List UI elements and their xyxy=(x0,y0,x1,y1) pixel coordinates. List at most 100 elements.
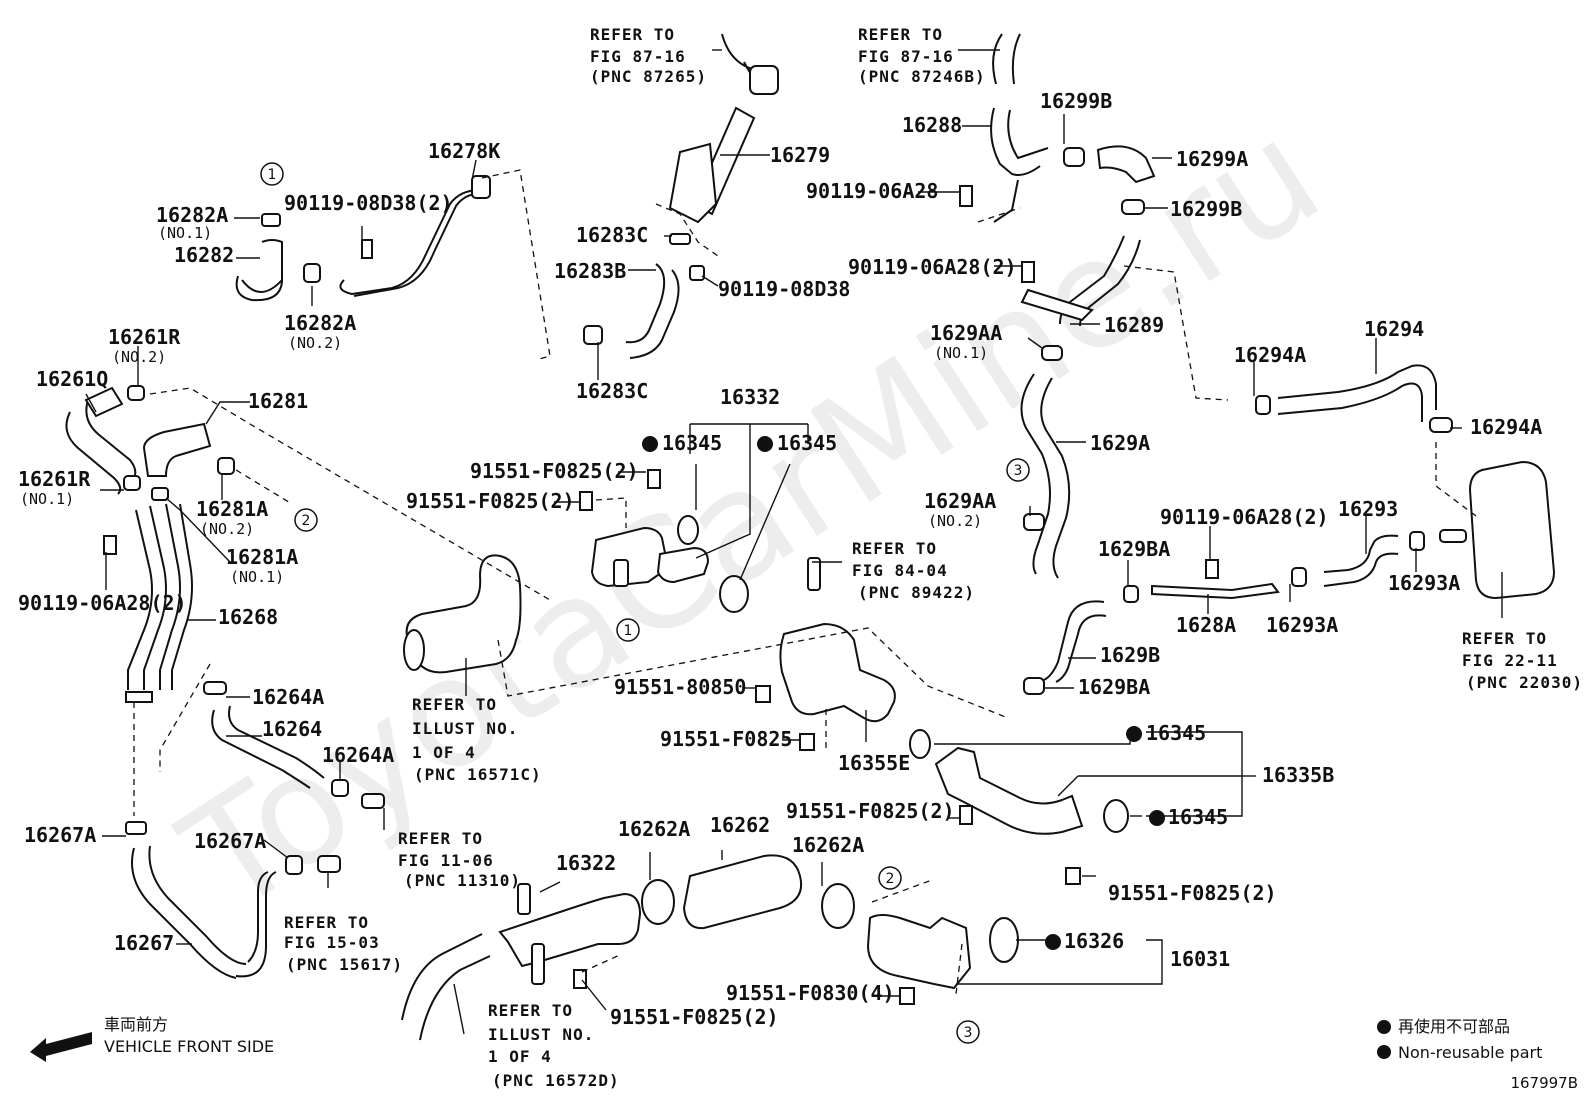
clamp-16294A-right xyxy=(1429,417,1453,433)
label-91551-80850: 91551-80850 xyxy=(614,675,746,699)
leader-lines xyxy=(85,49,1503,1035)
label-16268: 16268 xyxy=(218,605,278,629)
svg-text:FIG 87-16: FIG 87-16 xyxy=(858,47,954,66)
circle-marker-1-bottom: 1 xyxy=(624,623,633,639)
clamp-16299B-bottom xyxy=(1121,199,1145,215)
svg-text:REFER TO: REFER TO xyxy=(852,539,937,558)
label-1628A: 1628A xyxy=(1176,613,1236,637)
svg-text:(PNC 87265): (PNC 87265) xyxy=(590,67,707,86)
circle-marker-2-left: 2 xyxy=(302,513,311,529)
sensor-89422 xyxy=(807,557,821,591)
hose-87246B xyxy=(992,33,1003,85)
svg-text:(PNC 11310): (PNC 11310) xyxy=(404,871,521,890)
non-reusable-markers xyxy=(642,436,1391,1059)
nipple-11310 xyxy=(361,793,385,809)
label-16282A-no1-sub: (NO.1) xyxy=(158,224,212,242)
label-16279: 16279 xyxy=(770,143,830,167)
label-16281: 16281 xyxy=(248,389,308,413)
label-16322: 16322 xyxy=(556,851,616,875)
pipe-16268-d xyxy=(171,503,193,690)
hose-16262 xyxy=(682,854,802,930)
label-16345-d: 16345 xyxy=(1168,805,1228,829)
pipe-16288 xyxy=(990,107,1041,176)
reference-notes: REFER TO FIG 87-16 (PNC 87265) REFER TO … xyxy=(284,25,1583,1090)
clamp-16283C-bottom xyxy=(583,325,603,345)
bolt-91551-F0825-2-a xyxy=(647,469,661,489)
hose-16261Q-end xyxy=(84,386,124,418)
pipe-16268-c xyxy=(159,503,181,690)
label-16261R-no1: 16261R xyxy=(18,467,91,491)
svg-text:FIG 84-04: FIG 84-04 xyxy=(852,561,948,580)
label-16264A-top: 16264A xyxy=(252,685,324,709)
label-91551-F0825-2-c: 91551-F0825(2) xyxy=(786,799,955,823)
vehicle-front-arrow-icon xyxy=(30,1032,92,1062)
svg-text:(PNC 16572D): (PNC 16572D) xyxy=(492,1071,620,1090)
label-16261R-no1-sub: (NO.1) xyxy=(20,490,74,508)
label-16261R-no2-sub: (NO.2) xyxy=(112,348,166,366)
label-16267: 16267 xyxy=(114,931,174,955)
bolt-90119-08D38 xyxy=(689,265,705,281)
label-1629BA-bottom: 1629BA xyxy=(1078,675,1150,699)
reference-15617: REFER TO FIG 15-03 (PNC 15617) xyxy=(284,913,402,974)
clamp-16293A-mid xyxy=(1291,567,1307,587)
bolt-91551-80850 xyxy=(755,685,771,703)
pipe-16322-nipple-top xyxy=(517,883,531,915)
flange-16332 xyxy=(656,546,710,584)
pipe-16268-b xyxy=(143,505,167,690)
svg-text:REFER TO: REFER TO xyxy=(412,695,497,714)
clamp-16282A-no2 xyxy=(303,263,321,283)
hose-16294-b xyxy=(1277,382,1423,422)
circle-markers: 1 1 2 2 3 3 xyxy=(260,162,1030,1044)
svg-text:(PNC 89422): (PNC 89422) xyxy=(858,583,975,602)
label-1629AA-no2-sub: (NO.2) xyxy=(928,512,982,530)
hose-16267-d xyxy=(247,871,269,963)
label-90119-08D38: 90119-08D38 xyxy=(718,277,850,301)
legend-label-en: Non-reusable part xyxy=(1398,1043,1542,1062)
label-1629A: 1629A xyxy=(1090,431,1150,455)
label-16281A-no2: 16281A xyxy=(196,497,268,521)
label-16283B: 16283B xyxy=(554,259,626,283)
clamp-16262A-left xyxy=(641,879,675,925)
label-16264: 16264 xyxy=(262,717,322,741)
label-16282A-no2-sub: (NO.2) xyxy=(288,334,342,352)
housing-16355E xyxy=(779,622,896,723)
svg-text:REFER TO: REFER TO xyxy=(398,829,483,848)
hose-16264 xyxy=(211,709,311,789)
label-16281A-no2-sub: (NO.2) xyxy=(200,520,254,538)
svg-text:(PNC 87246B): (PNC 87246B) xyxy=(858,67,986,86)
hose-16571C xyxy=(405,554,522,674)
hose-16267-b xyxy=(148,845,247,965)
label-16282A-no2: 16282A xyxy=(284,311,356,335)
label-16294: 16294 xyxy=(1364,317,1424,341)
clamp-1629AA-no1 xyxy=(1041,345,1063,361)
circle-marker-3-top: 3 xyxy=(1014,463,1023,479)
label-91551-F0825-2-a: 91551-F0825(2) xyxy=(470,459,639,483)
bolt-91551-F0830-4 xyxy=(899,987,915,1005)
part-labels: 16278K 16282A (NO.1) 16282 16282A (NO.2)… xyxy=(18,89,1542,1029)
svg-text:(PNC 22030): (PNC 22030) xyxy=(1466,673,1583,692)
gasket-16326 xyxy=(989,917,1019,963)
label-16294A-right: 16294A xyxy=(1470,415,1542,439)
pipe-16288-b xyxy=(1007,109,1049,160)
clamp-1629AA-no2 xyxy=(1023,513,1045,531)
label-91551-F0830-4: 91551-F0830(4) xyxy=(726,981,895,1005)
pipe-16289 xyxy=(1059,235,1125,325)
o-ring-16345-b xyxy=(719,575,749,613)
label-91551-F0825-2-e: 91551-F0825(2) xyxy=(610,1005,779,1029)
hose-16261Q-b xyxy=(85,399,137,479)
label-1629AA-no1-sub: (NO.1) xyxy=(934,344,988,362)
reference-22030: REFER TO FIG 22-11 (PNC 22030) xyxy=(1462,629,1583,692)
pipe-16278K-end xyxy=(471,175,491,199)
hose-87246B-b xyxy=(1011,33,1021,85)
label-16345-a: 16345 xyxy=(662,431,722,455)
hose-16572D-b xyxy=(419,955,491,1041)
svg-text:FIG 15-03: FIG 15-03 xyxy=(284,933,380,952)
clamp-16261R-no1 xyxy=(123,475,141,491)
label-16282A-no1: 16282A xyxy=(156,203,228,227)
bolt-90119-08D38-2 xyxy=(361,239,373,259)
hose-16282-end xyxy=(241,279,283,293)
hose-16267 xyxy=(131,847,237,979)
bolt-91551-F0825-2-b xyxy=(579,491,593,511)
clamp-16282A-no1 xyxy=(261,213,281,227)
label-90119-06A28-a: 90119-06A28 xyxy=(806,179,938,203)
